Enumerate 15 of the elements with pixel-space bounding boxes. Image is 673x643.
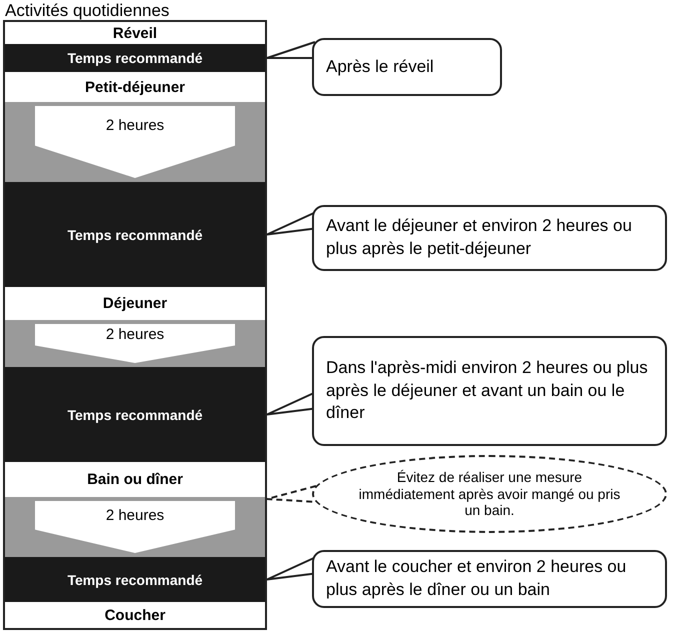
speech-bubble: Dans l'après-midi environ 2 heures ou plus après le déjeuner et avant un bain ou le dîner: [312, 336, 667, 446]
recommended-time-band: Temps recommandé: [5, 557, 265, 602]
interval-band: [5, 320, 265, 367]
recommended-time-band: Temps recommandé: [5, 182, 265, 287]
recommended-time-band: Temps recommandé: [5, 44, 265, 72]
speech-bubble: Avant le coucher et environ 2 heures ou plus après le dîner ou un bain: [312, 550, 667, 608]
callout-tail: [266, 41, 316, 59]
note-ellipse: Évitez de réaliser une mesure immédiatement après avoir mangé ou pris un bain.: [312, 455, 667, 533]
callout-tail: [266, 485, 317, 503]
column-title: Activités quotidiennes: [5, 1, 170, 21]
interval-band: [5, 102, 265, 182]
interval-band: [5, 497, 265, 557]
speech-bubble: Avant le déjeuner et environ 2 heures ou plus après le petit-déjeuner: [312, 205, 667, 271]
recommended-time-band: Temps recommandé: [5, 367, 265, 462]
speech-bubble: Après le réveil: [312, 38, 502, 96]
